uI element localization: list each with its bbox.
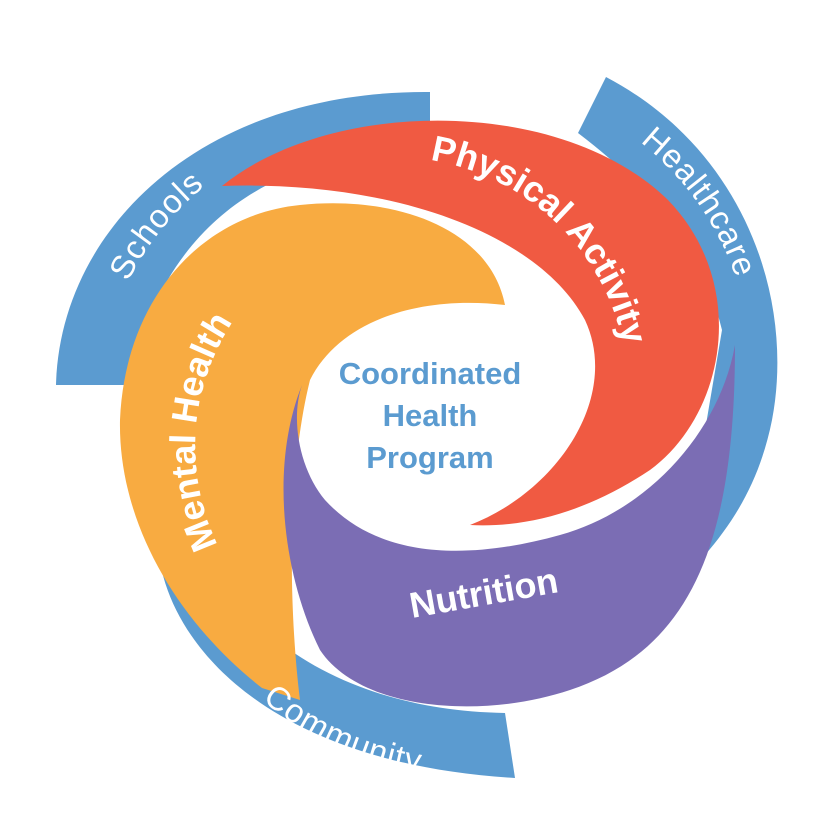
nutrition-segment <box>283 345 735 707</box>
center-title-line-2: Health <box>383 398 478 433</box>
center-title-line-1: Coordinated <box>339 356 522 391</box>
physical-activity-segment <box>222 120 719 526</box>
mental-health-segment <box>119 203 506 700</box>
center-title-line-3: Program <box>366 440 493 475</box>
